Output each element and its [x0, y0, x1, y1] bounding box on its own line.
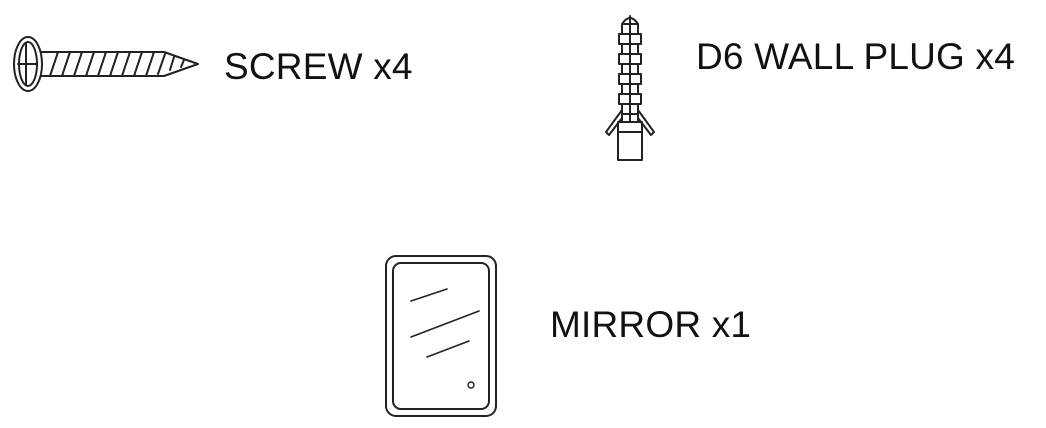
mirror-label: MIRROR x1: [550, 304, 752, 345]
screw-label: SCREW x4: [224, 46, 413, 87]
screw-icon: [13, 36, 199, 92]
mirror-icon: [385, 255, 497, 417]
wall-plug-icon: [605, 15, 655, 161]
wall-plug-label: D6 WALL PLUG x4: [696, 36, 1015, 77]
